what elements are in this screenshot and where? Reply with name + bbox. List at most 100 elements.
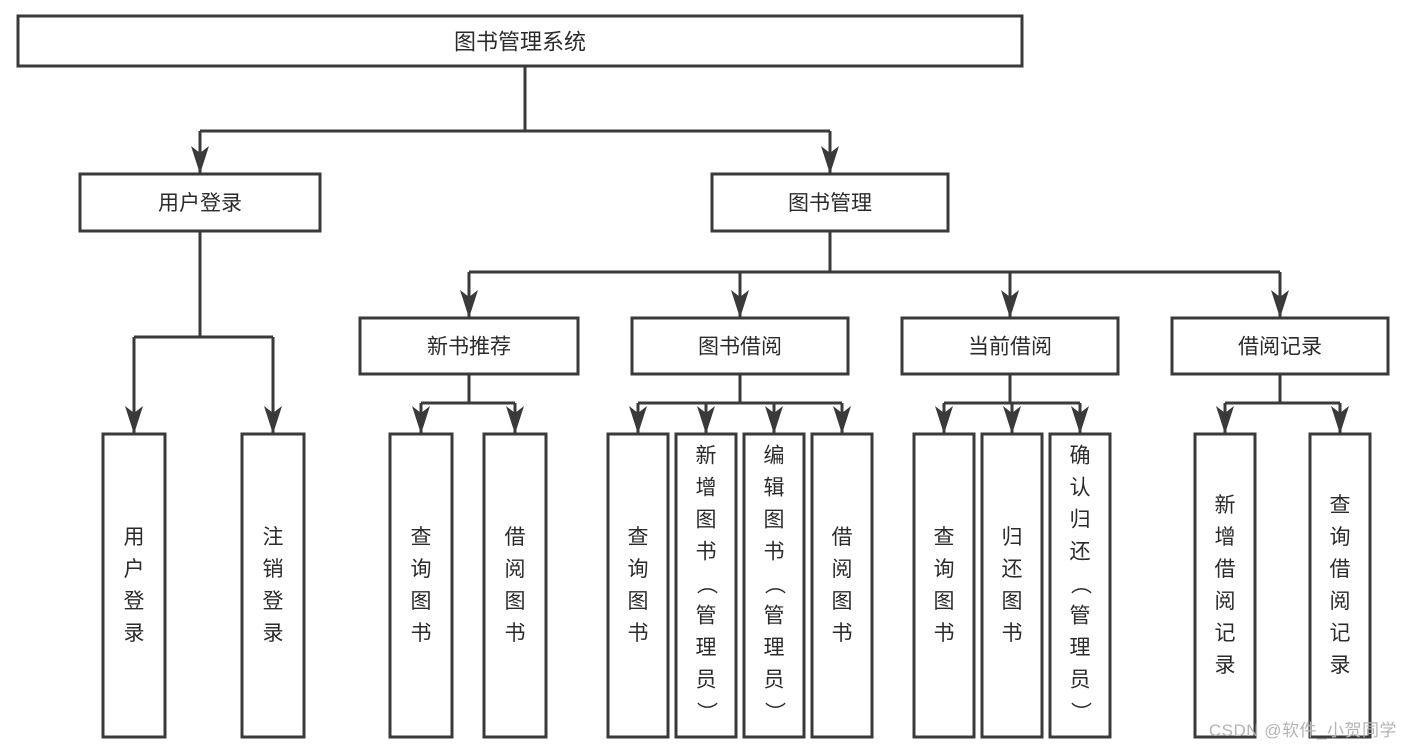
arrow-head-icon [460, 290, 478, 318]
node-leaf-leaf-add-book-label-char: 增 [696, 477, 717, 500]
node-leaf-leaf-add-book-label-char: 理 [696, 637, 717, 660]
node-leaf-leaf-query-book-2-label-char: 图 [628, 590, 649, 613]
node-module-user-login-label: 用户登录 [158, 192, 242, 215]
arrow-head-icon [1331, 406, 1349, 434]
node-leaf-leaf-borrow-book-1-label-char: 图 [505, 590, 526, 613]
node-leaf-leaf-query-record-label-char: 录 [1330, 654, 1351, 677]
node-leaf-leaf-user-login-rect[interactable] [101, 432, 167, 739]
arrow-head-icon [506, 406, 524, 434]
node-leaf-leaf-borrow-book-2-label-char: 图 [832, 590, 853, 613]
node-leaf-leaf-edit-book-rect[interactable] [742, 432, 806, 739]
node-leaf-leaf-borrow-book-1-rect[interactable] [482, 432, 548, 739]
node-leaf-leaf-query-book-2-label-char: 书 [628, 622, 649, 645]
node-root-system[interactable]: 图书管理系统 [16, 14, 1024, 68]
node-root-system-rect[interactable] [16, 14, 1024, 68]
arrow-head-icon [412, 406, 430, 434]
arrow-head-icon [697, 406, 715, 434]
arrow-head-icon [731, 290, 749, 318]
node-leaf-leaf-user-login[interactable]: 用户登录 [101, 432, 167, 739]
node-submodule-book-borrow-rect[interactable] [630, 316, 850, 376]
node-submodule-book-borrow-label: 图书借阅 [698, 336, 782, 359]
node-leaf-leaf-query-book-1-label-char: 查 [411, 526, 432, 549]
node-submodule-book-borrow[interactable]: 图书借阅 [630, 316, 850, 376]
node-leaf-leaf-add-record-label-char: 借 [1215, 558, 1236, 581]
node-leaf-leaf-return-book-label-char: 书 [1002, 622, 1023, 645]
node-submodule-current-borrow[interactable]: 当前借阅 [900, 316, 1120, 376]
arrow-head-icon [833, 406, 851, 434]
node-leaf-leaf-add-book-rect[interactable] [674, 432, 738, 739]
arrow-head-icon [191, 146, 209, 174]
node-leaf-leaf-borrow-book-2-rect[interactable] [810, 432, 874, 739]
node-submodule-new-book-rec-rect[interactable] [358, 316, 580, 376]
node-leaf-leaf-add-record-label-char: 增 [1215, 526, 1236, 549]
node-module-user-login-rect[interactable] [78, 172, 322, 233]
node-leaf-leaf-add-record-rect[interactable] [1193, 432, 1257, 739]
node-leaf-leaf-borrow-book-2-label-char: 阅 [832, 558, 853, 581]
node-submodule-new-book-rec[interactable]: 新书推荐 [358, 316, 580, 376]
node-leaf-leaf-borrow-book-2-label-char: 书 [832, 622, 853, 645]
node-leaf-leaf-query-book-1-label-char: 书 [411, 622, 432, 645]
node-leaf-leaf-query-book-1-rect[interactable] [388, 432, 454, 739]
arrow-head-icon [1216, 406, 1234, 434]
node-leaf-leaf-add-book-label-char: 管 [696, 605, 717, 628]
node-submodule-borrow-record-rect[interactable] [1170, 316, 1390, 376]
node-leaf-leaf-query-record-rect[interactable] [1308, 432, 1372, 739]
node-leaf-leaf-query-book-2-label-char: 查 [628, 526, 649, 549]
arrow-head-icon [125, 406, 143, 434]
node-leaf-leaf-query-book-3-label-char: 询 [934, 558, 955, 581]
node-leaf-leaf-user-login-label-char: 录 [124, 622, 145, 645]
node-leaf-leaf-edit-book-label-char: ） [763, 702, 786, 723]
arrow-head-icon [1001, 290, 1019, 318]
node-leaf-leaf-query-book-3-label-char: 查 [934, 526, 955, 549]
node-module-book-manage-rect[interactable] [710, 172, 950, 233]
node-leaf-leaf-query-book-2-rect[interactable] [606, 432, 670, 739]
node-leaf-leaf-return-book-label-char: 归 [1002, 526, 1023, 549]
node-leaf-leaf-query-book-3-rect[interactable] [912, 432, 976, 739]
node-leaf-leaf-query-record-label-char: 阅 [1330, 590, 1351, 613]
node-leaf-leaf-edit-book-label-char: 员 [764, 669, 785, 692]
node-leaf-leaf-add-record-label-char: 录 [1215, 654, 1236, 677]
node-leaf-leaf-user-login-label-char: 登 [124, 590, 145, 613]
node-leaf-leaf-query-record-label-char: 借 [1330, 558, 1351, 581]
arrow-head-icon [1003, 406, 1021, 434]
node-leaf-leaf-user-logout-label-char: 录 [263, 622, 284, 645]
node-leaf-leaf-add-book-label-char: 图 [696, 509, 717, 532]
node-leaf-leaf-add-book-label-char: （ [695, 574, 718, 595]
arrow-head-icon [629, 406, 647, 434]
arrow-head-icon [935, 406, 953, 434]
node-leaf-leaf-query-book-3-label-char: 图 [934, 590, 955, 613]
node-leaf-leaf-borrow-book-1-label-char: 阅 [505, 558, 526, 581]
node-leaf-leaf-edit-book-label-char: 书 [764, 541, 785, 564]
node-leaf-leaf-user-login-label-char: 户 [124, 558, 145, 581]
node-submodule-borrow-record-label: 借阅记录 [1238, 336, 1322, 359]
node-leaf-leaf-confirm-return-label-char: 管 [1070, 605, 1091, 628]
node-module-book-manage[interactable]: 图书管理 [710, 172, 950, 233]
node-leaf-leaf-return-book-rect[interactable] [980, 432, 1044, 739]
node-module-user-login[interactable]: 用户登录 [78, 172, 322, 233]
node-leaf-leaf-query-book-1-label-char: 询 [411, 558, 432, 581]
node-submodule-borrow-record[interactable]: 借阅记录 [1170, 316, 1390, 376]
node-leaf-leaf-add-record-label-char: 阅 [1215, 590, 1236, 613]
node-leaf-leaf-user-logout-rect[interactable] [240, 432, 306, 739]
node-leaf-leaf-edit-book-label-char: 图 [764, 509, 785, 532]
node-leaf-leaf-user-logout-label-char: 销 [263, 558, 284, 581]
node-leaf-leaf-confirm-return-rect[interactable] [1048, 432, 1112, 739]
node-leaf-leaf-borrow-book-1-label-char: 书 [505, 622, 526, 645]
node-submodule-current-borrow-rect[interactable] [900, 316, 1120, 376]
node-leaf-leaf-return-book-label-char: 图 [1002, 590, 1023, 613]
node-leaf-leaf-edit-book-label-char: 管 [764, 605, 785, 628]
watermark-text: CSDN @软件_小贺同学 [1208, 721, 1397, 740]
